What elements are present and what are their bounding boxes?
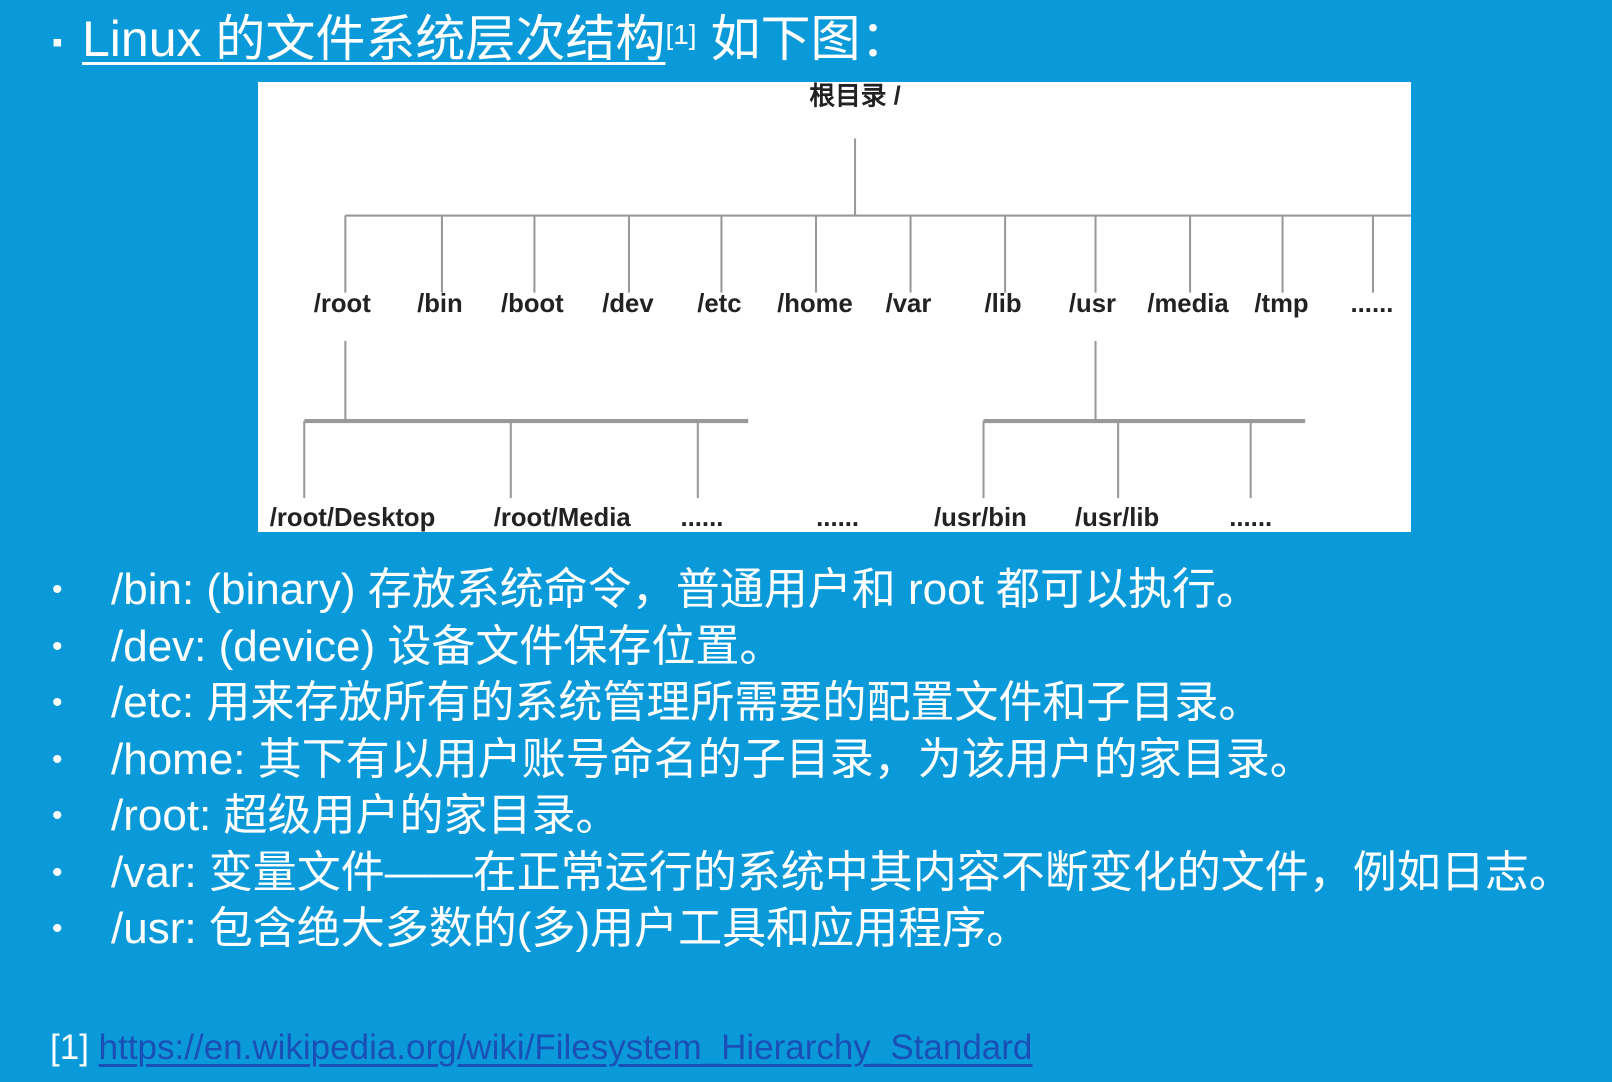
item-text: /var: 变量文件——在正常运行的系统中其内容不断变化的文件，例如日志。 — [111, 847, 1573, 897]
tree-node: /bin — [417, 290, 463, 318]
directory-descriptions: • /bin: (binary) 存放系统命令，普通用户和 root 都可以执行。… — [52, 562, 1612, 958]
list-item: • /bin: (binary) 存放系统命令，普通用户和 root 都可以执行。 — [52, 562, 1597, 619]
item-text: /usr: 包含绝大多数的(多)用户工具和应用程序。 — [111, 904, 1031, 953]
tree-node: /root/Media — [494, 504, 632, 532]
bullet-icon: • — [52, 629, 63, 663]
bullet-icon: • — [52, 799, 63, 832]
bullet-icon: • — [52, 742, 63, 776]
slide-title: ▪ Linux 的文件系统层次结构[1] 如下图： — [52, 6, 910, 76]
tree-node: /dev — [602, 290, 654, 318]
tree-node: /usr/bin — [934, 504, 1027, 532]
tree-node: /root — [314, 290, 371, 318]
tree-node: /usr/lib — [1075, 504, 1159, 532]
bullet-icon: • — [52, 912, 63, 945]
tree-node: /media — [1147, 290, 1229, 318]
footnote: [1] https://en.wikipedia.org/wiki/Filesy… — [50, 1025, 1032, 1071]
tree-node: /tmp — [1254, 290, 1308, 318]
tree-node: /etc — [697, 290, 741, 318]
tree-node: ...... — [1229, 504, 1272, 532]
item-text: /dev: (device) 设备文件保存位置。 — [111, 621, 784, 671]
tree-node: /boot — [501, 290, 564, 318]
tree-lines — [303, 138, 1411, 499]
list-item: • /dev: (device) 设备文件保存位置。 — [52, 619, 1597, 676]
tree-node: /home — [777, 290, 853, 318]
footnote-label: [1] — [50, 1028, 99, 1067]
bullet-icon: • — [52, 855, 63, 889]
tree-node: ...... — [1351, 290, 1394, 318]
bullet-icon: • — [52, 686, 63, 719]
tree-node: /usr — [1069, 290, 1116, 318]
list-item: • /usr: 包含绝大多数的(多)用户工具和应用程序。 — [52, 901, 1597, 958]
item-text: /bin: (binary) 存放系统命令，普通用户和 root 都可以执行。 — [111, 565, 1261, 614]
list-item: • /var: 变量文件——在正常运行的系统中其内容不断变化的文件，例如日志。 — [52, 845, 1597, 902]
footnote-link[interactable]: https://en.wikipedia.org/wiki/Filesystem… — [98, 1028, 1033, 1067]
tree-node: ...... — [681, 504, 724, 532]
tree-node: /lib — [984, 290, 1021, 318]
item-text: /etc: 用来存放所有的系统管理所需要的配置文件和子目录。 — [111, 678, 1263, 727]
bullet-icon: • — [52, 573, 63, 606]
list-item: • /etc: 用来存放所有的系统管理所需要的配置文件和子目录。 — [52, 675, 1597, 732]
title-main: Linux 的文件系统层次结构 — [82, 11, 666, 67]
list-item: • /home: 其下有以用户账号命名的子目录，为该用户的家目录。 — [52, 732, 1597, 789]
title-bullet: ▪ — [52, 25, 63, 59]
item-text: /home: 其下有以用户账号命名的子目录，为该用户的家目录。 — [111, 734, 1314, 784]
title-ref: [1] — [665, 19, 697, 50]
tree-root-label: 根目录 / — [809, 82, 900, 111]
tree-node: /var — [886, 290, 932, 318]
tree-node: ...... — [816, 504, 859, 532]
title-tail: 如下图： — [696, 11, 911, 67]
item-text: /root: 超级用户的家目录。 — [111, 791, 620, 840]
list-item: • /root: 超级用户的家目录。 — [52, 788, 1597, 845]
filesystem-tree-diagram: 根目录 / /root /bin /boot /dev /etc /home /… — [258, 82, 1411, 532]
tree-node: /root/Desktop — [270, 504, 435, 532]
